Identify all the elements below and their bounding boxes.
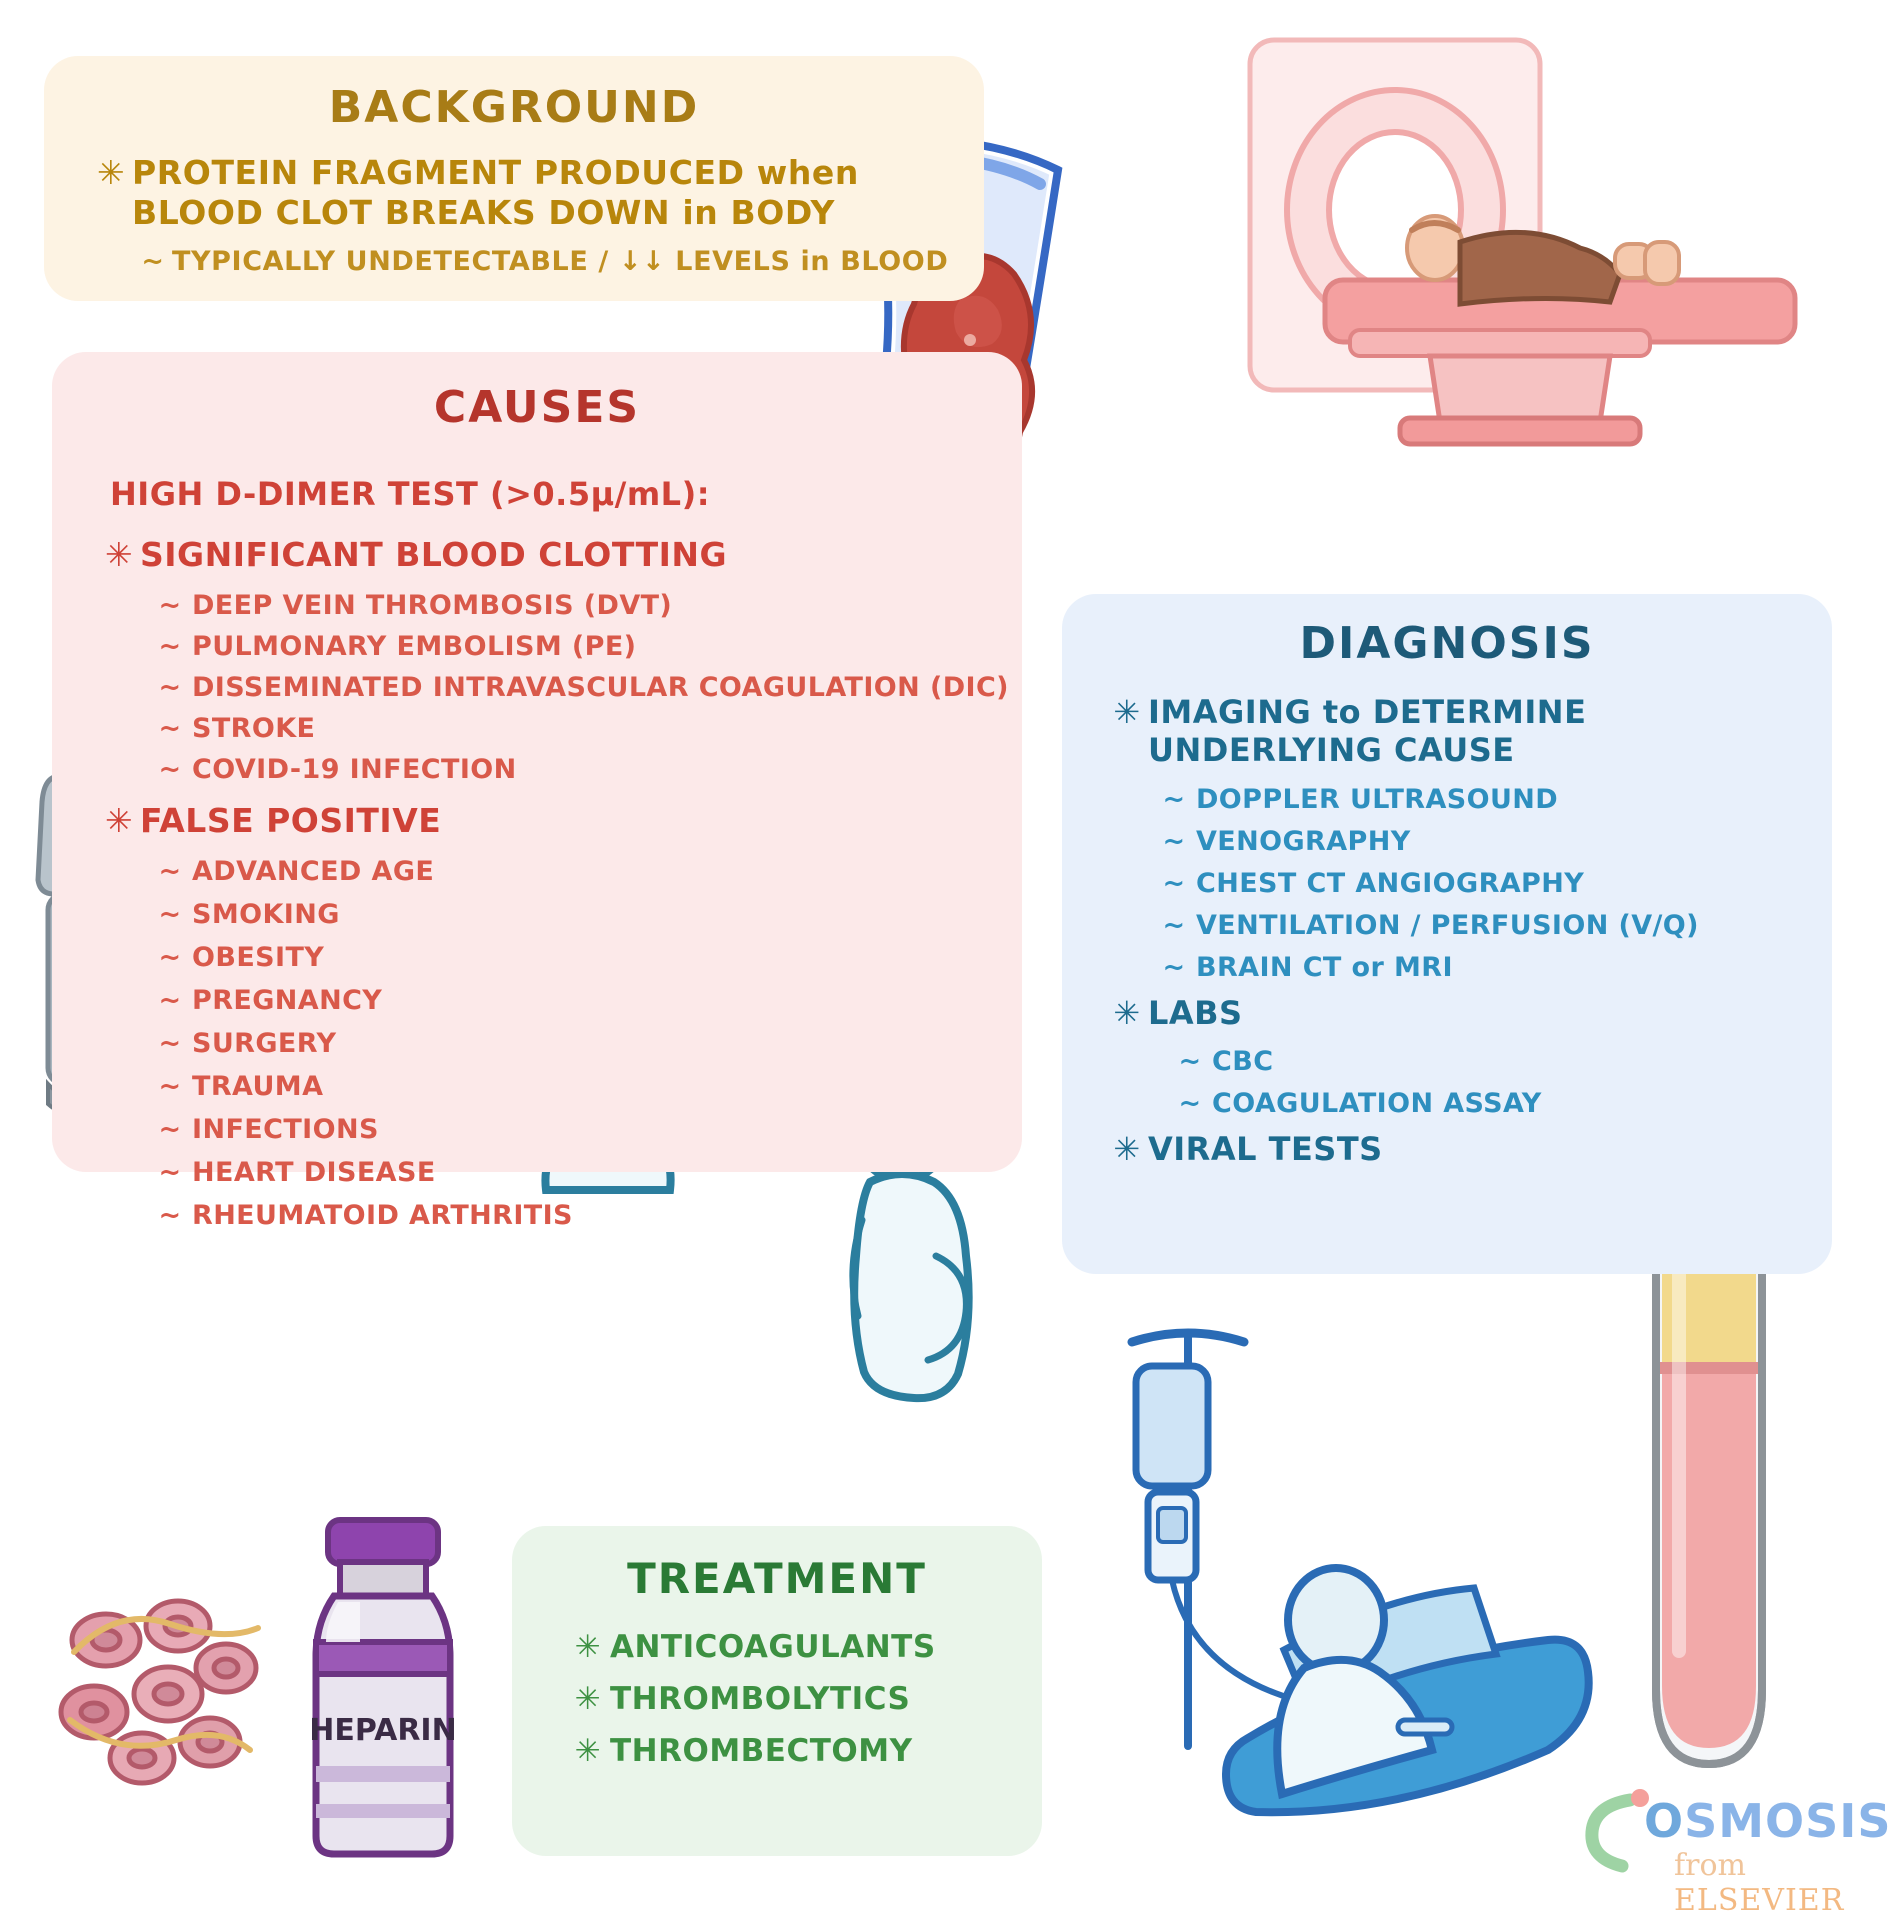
background-title: BACKGROUND xyxy=(328,82,700,133)
background-sub-text: TYPICALLY UNDETECTABLE / ↓↓ LEVELS in BL… xyxy=(172,246,984,277)
causes-heading: HIGH D-DIMER TEST (>0.5μ/mL): xyxy=(110,475,710,513)
heparin-vial-illustration: HEPARIN xyxy=(288,1516,478,1858)
tilde-icon: ~ xyxy=(158,985,182,1016)
imaging-line1-a: IMAGING xyxy=(1148,693,1323,731)
logo-elsevier: ELSEVIER xyxy=(1674,1883,1845,1918)
tilde-icon: ~ xyxy=(1162,783,1186,815)
diagnosis-imaging-item: VENOGRAPHY xyxy=(1196,825,1411,857)
treatment-item: THROMBECTOMY xyxy=(610,1733,913,1769)
diagnosis-section: DIAGNOSIS ✳ IMAGING to DETERMINE UNDERLY… xyxy=(1062,594,1832,1274)
bullet-star-icon: ✳ xyxy=(1113,693,1141,731)
tilde-icon: ~ xyxy=(158,590,182,621)
bullet-star-icon: ✳ xyxy=(104,801,134,840)
diagnosis-title: DIAGNOSIS xyxy=(1299,618,1595,669)
tilde-icon: ~ xyxy=(141,245,165,277)
causes-item: TRAUMA xyxy=(192,1071,324,1102)
causes-item: STROKE xyxy=(192,713,316,744)
tilde-icon: ~ xyxy=(158,1028,182,1059)
tilde-icon: ~ xyxy=(158,1114,182,1145)
tilde-icon: ~ xyxy=(158,1200,182,1231)
causes-item: INFECTIONS xyxy=(192,1114,379,1145)
tilde-icon: ~ xyxy=(158,1071,182,1102)
ct-scanner-illustration xyxy=(1230,30,1850,470)
osmosis-logo: OSMOSIS from ELSEVIER xyxy=(1578,1788,1888,1918)
causes-item: COVID-19 INFECTION xyxy=(192,754,517,785)
causes-item: SURGERY xyxy=(192,1028,337,1059)
bullet-star-icon: ✳ xyxy=(1113,1130,1141,1169)
bullet-star-icon: ✳ xyxy=(104,535,134,574)
tilde-icon: ~ xyxy=(158,899,182,930)
background-sub-c: BLOOD xyxy=(830,245,949,277)
tilde-icon: ~ xyxy=(158,1157,182,1188)
background-line1-a: PROTEIN FRAGMENT PRODUCED xyxy=(132,153,757,192)
causes-item: PULMONARY EMBOLISM (PE) xyxy=(192,631,637,662)
imaging-line1-c: DETERMINE xyxy=(1361,693,1587,731)
bullet-star-icon: ✳ xyxy=(574,1681,602,1717)
tilde-icon: ~ xyxy=(1178,1046,1202,1078)
tilde-icon: ~ xyxy=(158,942,182,973)
logo-from-line: from ELSEVIER xyxy=(1674,1848,1868,1918)
causes-group-label: FALSE POSITIVE xyxy=(140,801,442,840)
bullet-star-icon: ✳ xyxy=(96,153,126,192)
diagnosis-labs-item: CBC xyxy=(1212,1046,1274,1078)
causes-item: DEEP VEIN THROMBOSIS (DVT) xyxy=(192,590,673,621)
background-line2-c: BODY xyxy=(718,193,835,233)
causes-group-label: SIGNIFICANT BLOOD CLOTTING xyxy=(140,535,728,574)
background-line2-a: BLOOD CLOT BREAKS DOWN xyxy=(132,193,683,233)
diagnosis-imaging-item: CHEST CT ANGIOGRAPHY xyxy=(1196,867,1585,899)
background-section: BACKGROUND ✳ PROTEIN FRAGMENT PRODUCED w… xyxy=(44,56,984,301)
background-sub-a: TYPICALLY UNDETECTABLE / ↓↓ LEVELS xyxy=(172,245,801,277)
tilde-icon: ~ xyxy=(158,631,182,662)
causes-item: PREGNANCY xyxy=(192,985,383,1016)
background-line1-b: when xyxy=(756,153,860,192)
brain-c: MRI xyxy=(1384,951,1453,983)
tilde-icon: ~ xyxy=(1162,951,1186,983)
causes-item: SMOKING xyxy=(192,899,340,930)
red-blood-cells-illustration xyxy=(50,1590,280,1810)
bullet-star-icon: ✳ xyxy=(574,1629,602,1665)
logo-from: from xyxy=(1674,1848,1746,1883)
diagnosis-labs-label: LABS xyxy=(1148,993,1243,1032)
treatment-section: TREATMENT ✳ ANTICOAGULANTS ✳ THROMBOLYTI… xyxy=(512,1526,1042,1856)
causes-item: OBESITY xyxy=(192,942,325,973)
diagnosis-labs-item: COAGULATION ASSAY xyxy=(1212,1088,1542,1120)
tilde-icon: ~ xyxy=(1162,825,1186,857)
logo-o: O xyxy=(1644,1794,1685,1848)
treatment-title: TREATMENT xyxy=(627,1554,927,1603)
tilde-icon: ~ xyxy=(1178,1088,1202,1120)
tilde-icon: ~ xyxy=(1162,909,1186,941)
patient-bed-iv-illustration xyxy=(1098,1320,1618,1850)
background-line2-b: in xyxy=(682,193,719,233)
causes-item: HEART DISEASE xyxy=(192,1157,436,1188)
background-sub-b: in xyxy=(800,245,831,277)
heparin-label: HEPARIN xyxy=(309,1713,456,1748)
diagnosis-imaging-label: IMAGING to DETERMINE UNDERLYING CAUSE xyxy=(1148,693,1832,770)
brain-b: or xyxy=(1351,951,1385,983)
background-main-text: PROTEIN FRAGMENT PRODUCED when BLOOD CLO… xyxy=(132,153,984,234)
tilde-icon: ~ xyxy=(158,713,182,744)
bullet-star-icon: ✳ xyxy=(1113,993,1141,1032)
causes-section: CAUSES HIGH D-DIMER TEST (>0.5μ/mL): ✳ S… xyxy=(52,352,1022,1231)
causes-item: RHEUMATOID ARTHRITIS xyxy=(192,1200,573,1231)
diagnosis-imaging-item: DOPPLER ULTRASOUND xyxy=(1196,783,1559,815)
imaging-line1-b: to xyxy=(1322,693,1362,731)
tilde-icon: ~ xyxy=(158,856,182,887)
imaging-line2: UNDERLYING CAUSE xyxy=(1148,731,1515,770)
diagnosis-imaging-item: VENTILATION / PERFUSION (V/Q) xyxy=(1196,909,1699,941)
causes-title: CAUSES xyxy=(433,382,641,433)
logo-wordmark: OSMOSIS xyxy=(1644,1794,1888,1848)
tilde-icon: ~ xyxy=(1162,867,1186,899)
diagnosis-imaging-item-brain: BRAIN CT or MRI xyxy=(1196,952,1832,983)
brain-a: BRAIN CT xyxy=(1196,951,1352,983)
tilde-icon: ~ xyxy=(158,672,182,703)
logo-name: SMOSIS xyxy=(1684,1794,1888,1848)
diagnosis-viral-label: VIRAL TESTS xyxy=(1148,1130,1383,1169)
bullet-star-icon: ✳ xyxy=(574,1733,602,1769)
causes-item: DISSEMINATED INTRAVASCULAR COAGULATION (… xyxy=(192,672,1009,703)
treatment-item: ANTICOAGULANTS xyxy=(610,1629,936,1665)
causes-item: ADVANCED AGE xyxy=(192,856,435,887)
tilde-icon: ~ xyxy=(158,754,182,785)
treatment-item: THROMBOLYTICS xyxy=(610,1681,911,1717)
